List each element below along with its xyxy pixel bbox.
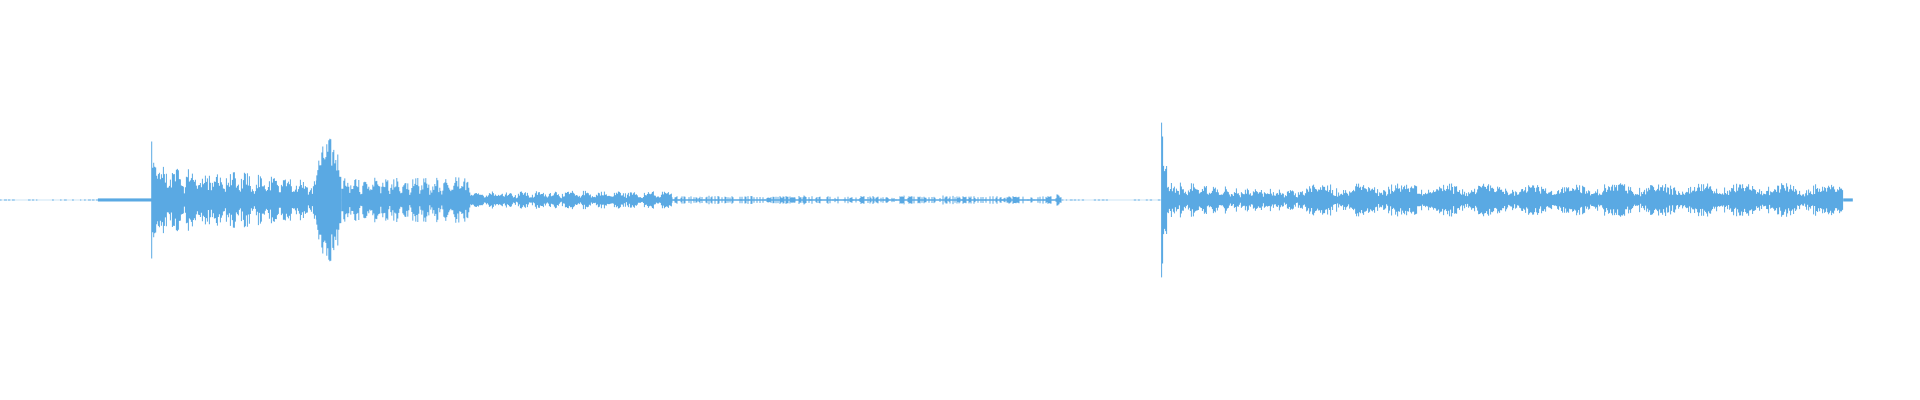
waveform-panel[interactable] bbox=[0, 0, 1920, 400]
audio-waveform[interactable] bbox=[0, 0, 1920, 400]
